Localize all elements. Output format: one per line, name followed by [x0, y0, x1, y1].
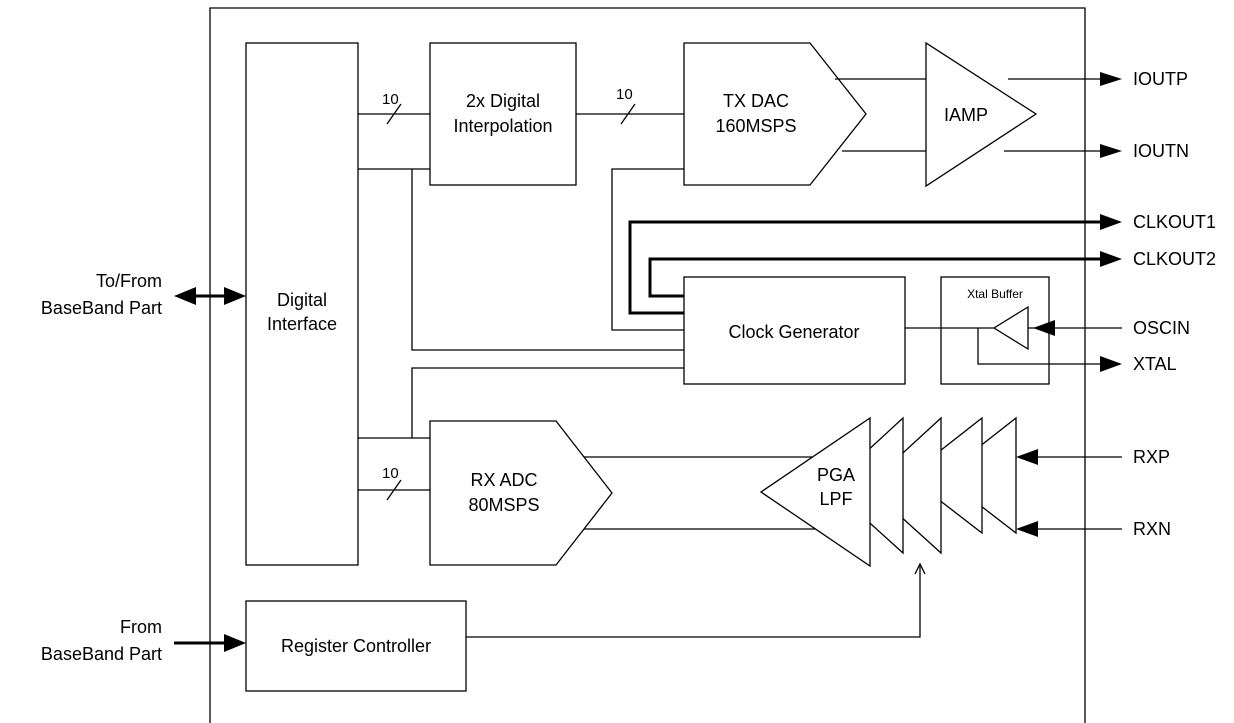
wire-xtal — [977, 328, 1100, 365]
digital-interface-label-1: Digital — [277, 290, 327, 310]
interpolation-block — [429, 42, 577, 186]
pin-rxn: RXN — [1133, 519, 1171, 539]
clock-generator-label: Clock Generator — [728, 322, 859, 342]
tx-dac-block — [683, 42, 867, 186]
wire-clkout2 — [648, 257, 1100, 298]
rx-adc-label-2: 80MSPS — [468, 495, 539, 515]
arrow-baseband-in — [224, 634, 246, 652]
xtal-buffer-label: Xtal Buffer — [967, 287, 1023, 301]
pin-ioutp: IOUTP — [1133, 69, 1188, 89]
clock-generator-block — [683, 276, 906, 385]
iamp-amplifier — [925, 41, 1038, 188]
bus-slash-dac-in — [620, 103, 636, 125]
arrow-baseband-left — [174, 287, 196, 305]
arrow-xtal — [1100, 356, 1122, 372]
bus-width-dac-in: 10 — [616, 86, 633, 103]
pin-clkout1: CLKOUT1 — [1133, 212, 1216, 232]
interpolation-label-1: 2x Digital — [466, 91, 540, 111]
arrow-ioutp — [1100, 72, 1122, 86]
pin-rxp: RXP — [1133, 447, 1170, 467]
digital-interface-label-2: Interface — [267, 314, 337, 334]
xtal-buffer-block — [940, 276, 1050, 385]
pga-label-1: PGA — [817, 465, 855, 485]
arrow-clkout1 — [1100, 214, 1122, 230]
arrow-rxn — [1016, 521, 1038, 537]
wire-clk-to-interp — [411, 169, 684, 351]
pin-ioutn: IOUTN — [1133, 141, 1189, 161]
arrow-baseband-right — [224, 287, 246, 305]
pga-stage-3 — [906, 416, 983, 535]
tx-dac-label-2: 160MSPS — [715, 116, 796, 136]
digital-interface-block — [245, 42, 359, 566]
register-controller-block — [245, 600, 467, 692]
interpolation-label-2: Interpolation — [453, 116, 552, 136]
pga-label-2: LPF — [819, 489, 852, 509]
rx-adc-block — [429, 420, 613, 566]
iamp-label: IAMP — [944, 105, 988, 125]
arrow-ioutn — [1100, 144, 1122, 158]
baseband-bidir-label-2: BaseBand Part — [41, 298, 162, 318]
wire-clk-to-adc — [411, 367, 684, 438]
arrowhead-regctrl-to-pga — [914, 562, 926, 575]
tx-dac-label-1: TX DAC — [723, 91, 789, 111]
pga-lpf-amplifier — [759, 416, 871, 568]
baseband-in-label-1: From — [120, 617, 162, 637]
wire-regctrl-to-pga — [466, 566, 921, 638]
pin-clkout2: CLKOUT2 — [1133, 249, 1216, 269]
baseband-bidir-label-1: To/From — [96, 271, 162, 291]
chip-boundary — [209, 7, 1086, 723]
wire-clkout1 — [628, 220, 1100, 315]
wire-clk-to-dac — [611, 168, 684, 331]
pga-stage-2 — [866, 416, 942, 555]
arrow-rxp — [1016, 449, 1038, 465]
pin-oscin: OSCIN — [1133, 318, 1190, 338]
arrow-clkout2 — [1100, 251, 1122, 267]
register-controller-label: Register Controller — [281, 636, 431, 656]
bus-slash-adc-out — [386, 479, 402, 501]
bus-width-interp-in: 10 — [382, 91, 399, 108]
bus-width-adc-out: 10 — [382, 465, 399, 482]
arrow-oscin — [1033, 320, 1055, 336]
bus-slash-interp-in — [386, 103, 402, 125]
rx-adc-label-1: RX ADC — [470, 470, 537, 490]
baseband-in-label-2: BaseBand Part — [41, 644, 162, 664]
pin-xtal: XTAL — [1133, 354, 1177, 374]
